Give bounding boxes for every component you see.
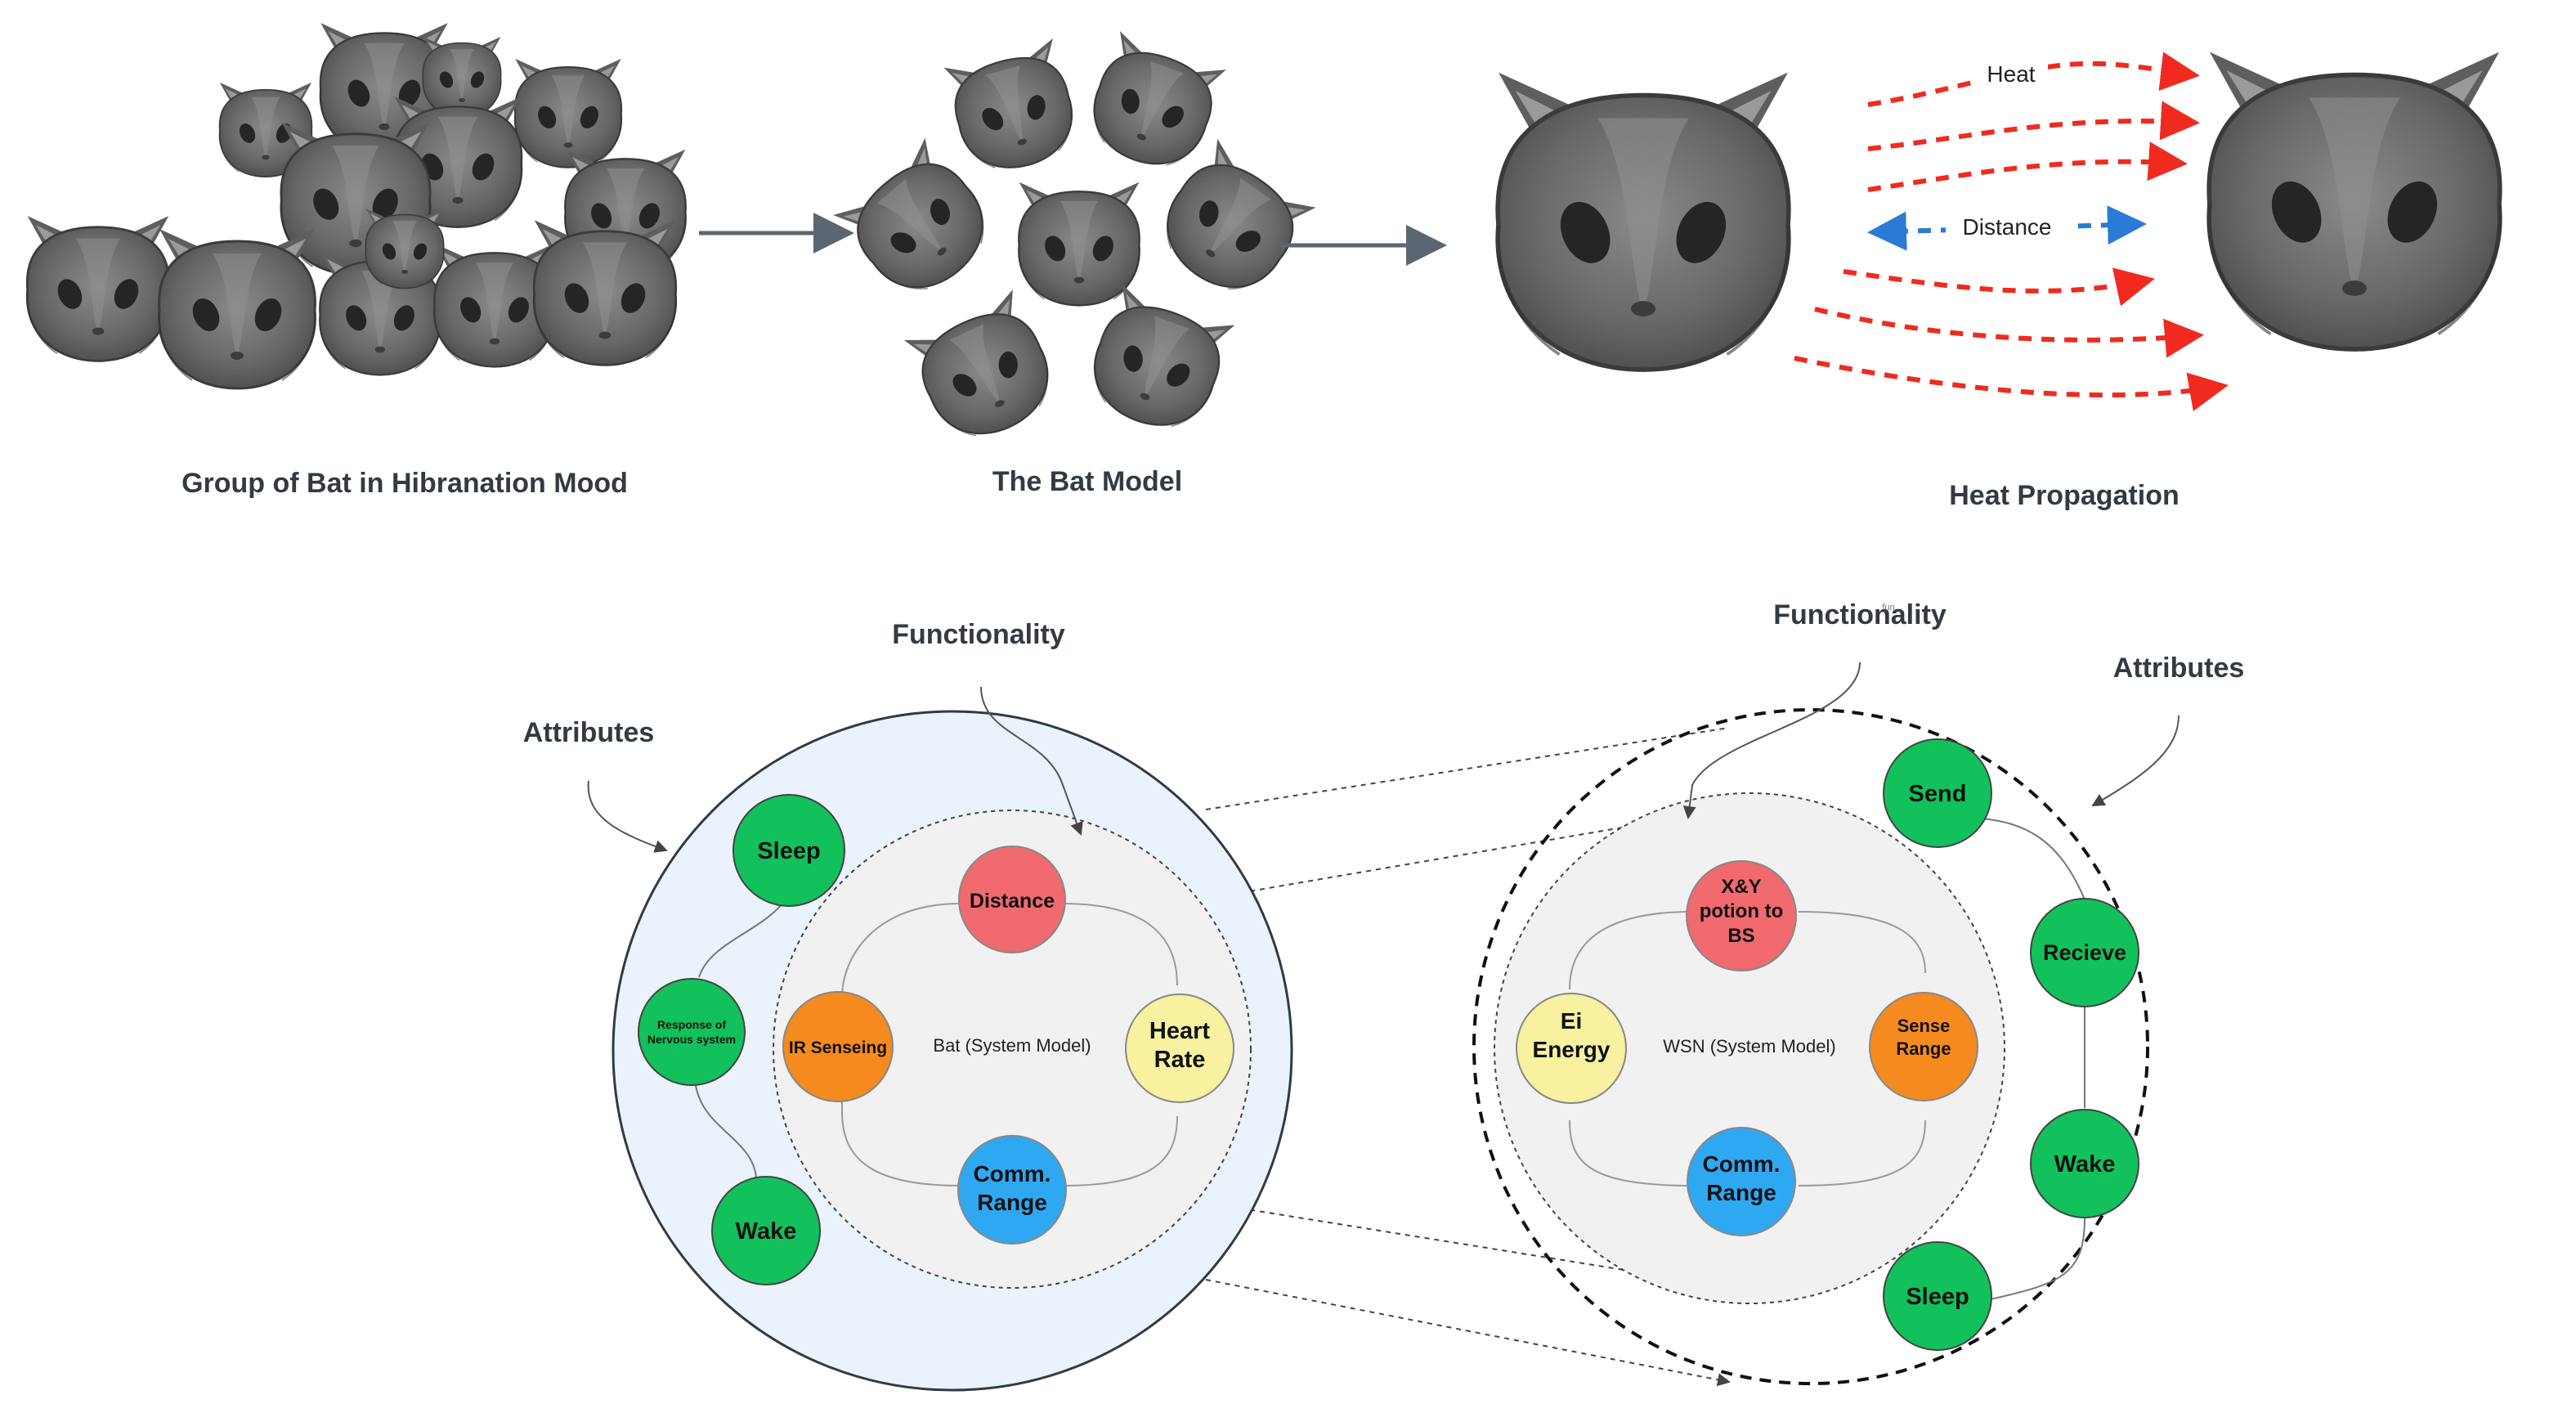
svg-text:Nervous system: Nervous system	[647, 1033, 736, 1046]
svg-text:Sleep: Sleep	[1906, 1284, 1969, 1310]
svg-text:Send: Send	[1909, 781, 1967, 807]
node-heart-rate: Heart Rate	[1125, 994, 1234, 1103]
svg-text:Sense: Sense	[1897, 1016, 1951, 1036]
distance-label: Distance	[1963, 214, 2052, 240]
functionality-label-left: Functionality	[892, 619, 1065, 650]
svg-text:Range: Range	[1896, 1038, 1951, 1059]
node-comm-range-wsn: Comm. Range	[1687, 1127, 1796, 1236]
attr-wake-left: Wake	[711, 1176, 821, 1285]
svg-text:Distance: Distance	[970, 890, 1055, 913]
attr-response-left: Response of Nervous system	[638, 978, 746, 1086]
node-xy-position: X&Y potion to BS	[1686, 860, 1797, 971]
caption-group: Group of Bat in Hibranation Mood	[181, 468, 628, 499]
node-ir-sensing: IR Senseing	[782, 991, 894, 1102]
attributes-label-right: Attributes	[2113, 653, 2245, 684]
attr-sleep-left: Sleep	[732, 794, 845, 907]
wsn-center-label: WSN (System Model)	[1663, 1036, 1835, 1056]
bat-group-cluster	[25, 21, 687, 390]
attr-receive: Recieve	[2030, 898, 2139, 1007]
wsn-system-model: WSN (System Model) X&Y potion to BS Ei E…	[1472, 708, 2149, 1385]
svg-text:X&Y: X&Y	[1721, 876, 1761, 898]
heat-label: Heat	[1987, 61, 2035, 87]
svg-text:Comm.: Comm.	[1703, 1151, 1781, 1177]
svg-text:Wake: Wake	[2054, 1151, 2116, 1177]
svg-text:BS: BS	[1727, 925, 1754, 947]
svg-text:Response of: Response of	[657, 1018, 726, 1031]
wsn-outer-circle	[1472, 708, 2149, 1385]
node-energy: Ei Energy	[1516, 993, 1627, 1104]
svg-text:Range: Range	[1706, 1180, 1776, 1205]
bat-system-model: Bat (System Model) Distance IR Senseing …	[612, 710, 1293, 1392]
svg-text:Sleep: Sleep	[757, 838, 820, 864]
attributes-label-left: Attributes	[523, 717, 655, 748]
node-distance: Distance	[958, 846, 1066, 953]
node-comm-range: Comm. Range	[957, 1135, 1067, 1245]
attr-sleep-right: Sleep	[1883, 1241, 1992, 1351]
attr-send: Send	[1883, 738, 1992, 848]
svg-text:Range: Range	[977, 1190, 1047, 1215]
svg-text:Wake: Wake	[736, 1218, 797, 1245]
svg-text:Rate: Rate	[1154, 1047, 1206, 1073]
bat-center-label: Bat (System Model)	[933, 1035, 1091, 1056]
bat-inner-circle	[773, 810, 1252, 1289]
bat-model-ring	[831, 29, 1317, 453]
svg-text:Energy: Energy	[1533, 1037, 1611, 1062]
caption-heat-propagation: Heat Propagation	[1949, 480, 2179, 511]
functionality-superscript: fun	[1882, 603, 1894, 612]
attr-wake-right: Wake	[2030, 1109, 2139, 1218]
caption-model: The Bat Model	[992, 466, 1182, 497]
svg-text:Ei: Ei	[1561, 1008, 1582, 1034]
heat-arrows	[1794, 52, 2229, 411]
heat-target-bat	[2209, 52, 2500, 349]
svg-text:Comm.: Comm.	[974, 1161, 1051, 1186]
heat-source-bat	[1498, 73, 1789, 370]
svg-text:potion to: potion to	[1700, 900, 1784, 922]
svg-text:IR Senseing: IR Senseing	[789, 1038, 887, 1057]
functionality-label-right: Functionality	[1773, 599, 1947, 630]
connector-lines	[1201, 727, 1731, 1387]
svg-text:Heart: Heart	[1149, 1018, 1210, 1044]
svg-text:Recieve: Recieve	[2043, 940, 2126, 965]
node-sense-range: Sense Range	[1869, 992, 1978, 1101]
